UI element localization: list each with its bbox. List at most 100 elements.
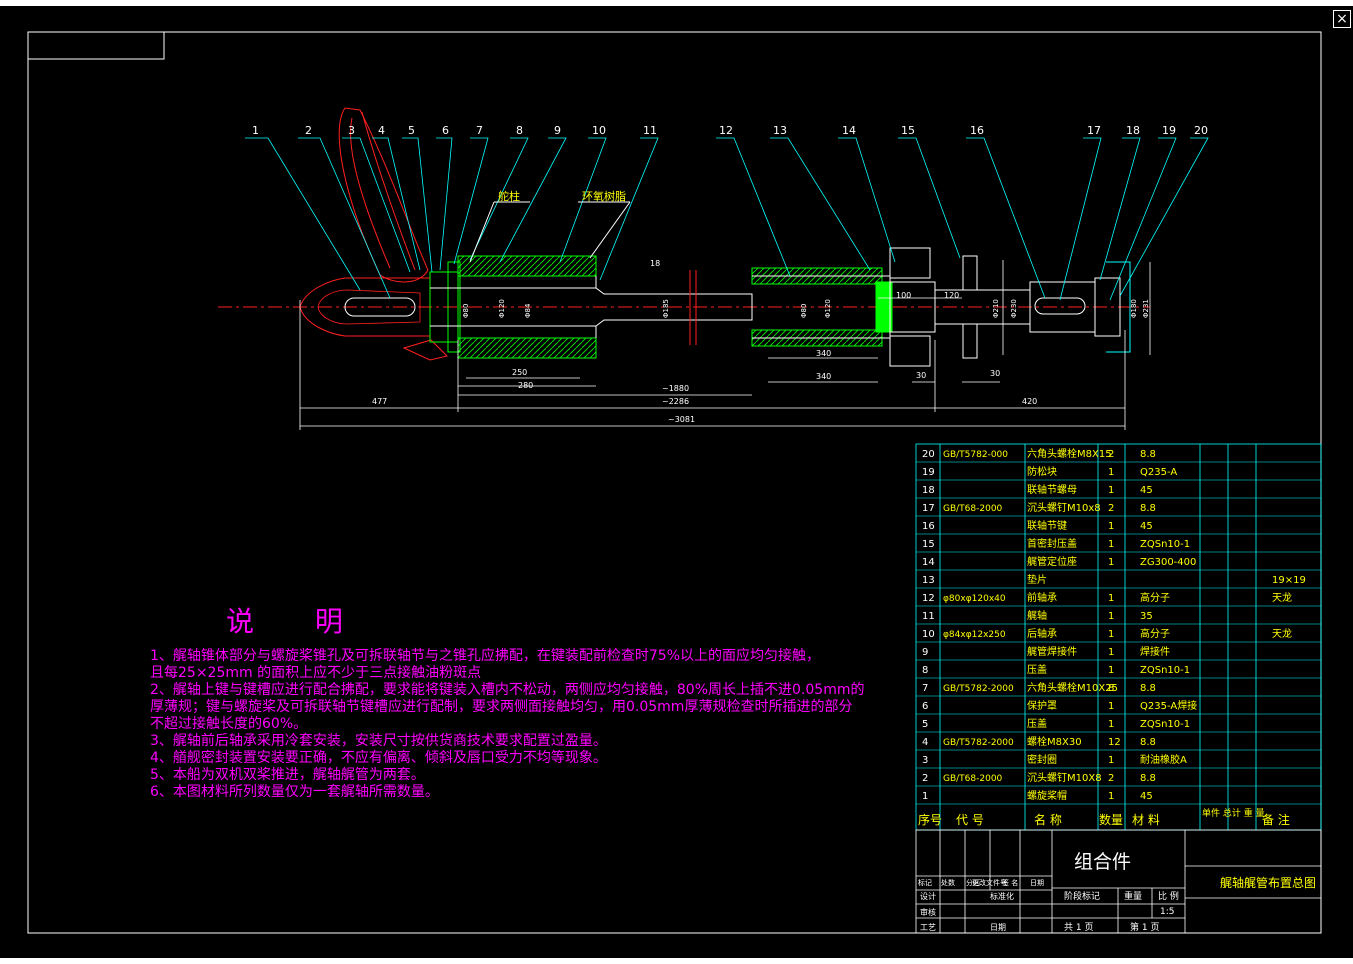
bom-cell-mat: 8.8 bbox=[1140, 737, 1156, 748]
bom-cell-name: 首密封压盖 bbox=[1027, 537, 1077, 550]
sheet-total: 共 1 页 bbox=[1064, 922, 1093, 933]
callout-5: 5 bbox=[408, 124, 415, 137]
material-tags: 舵柱 环氧树脂 bbox=[469, 189, 631, 263]
shaft-body bbox=[430, 247, 1131, 367]
dim-250: 250 bbox=[512, 368, 527, 377]
bom-cell-mat: 焊接件 bbox=[1140, 645, 1170, 658]
note-line: 4、艏舰密封装置安装要正确，不应有偏离、倾斜及唇口受力不均等现象。 bbox=[150, 750, 607, 766]
bom-cell-qty: 2 bbox=[1108, 503, 1114, 514]
bom-cell-name: 后轴承 bbox=[1027, 627, 1057, 640]
callout-7: 7 bbox=[476, 124, 483, 137]
note-line: 5、本船为双机双桨推进，艉轴艉管为两套。 bbox=[150, 767, 425, 783]
bom-cell-name: 压盖 bbox=[1027, 663, 1047, 676]
dimension-lines bbox=[299, 260, 1151, 430]
callout-10: 10 bbox=[592, 124, 606, 137]
bom-cell-no: 3 bbox=[922, 755, 928, 766]
tb-mark: 标记 bbox=[918, 878, 932, 887]
role-design: 设计 bbox=[920, 891, 936, 901]
dia-3: Φ84 bbox=[524, 303, 532, 318]
dia-1: Φ80 bbox=[462, 304, 470, 318]
tb-change: 更改文件号 bbox=[972, 878, 1007, 887]
bom-cell-no: 5 bbox=[922, 719, 928, 730]
bom-cell-mat: 45 bbox=[1140, 485, 1153, 496]
scale-label: 比 例 bbox=[1158, 890, 1179, 902]
title-block-text: 组合件 艉轴艉管布置总图 标记 处数 分区 更改文件号 签 名 日期 设计 标准… bbox=[918, 851, 1316, 933]
bom-cell-name: 压盖 bbox=[1027, 717, 1047, 730]
dim-420: 420 bbox=[1022, 397, 1037, 406]
header-name: 名 称 bbox=[1034, 812, 1062, 827]
bom-cell-note: 天龙 bbox=[1272, 591, 1292, 604]
bom-cell-name: 六角头螺栓M8X15 bbox=[1027, 447, 1112, 460]
bom-cell-mat: Q235-A bbox=[1140, 467, 1177, 478]
bom-cell-no: 19 bbox=[922, 467, 935, 478]
note-line: 3、艉轴前后轴承采用冷套安装，安装尺寸按供货商技术要求配置过盈量。 bbox=[150, 733, 607, 749]
bom-cell-no: 15 bbox=[922, 539, 935, 550]
propeller-blade bbox=[338, 107, 448, 361]
tag-epoxy: 环氧树脂 bbox=[582, 189, 626, 203]
callout-3: 3 bbox=[348, 124, 355, 137]
dim-30a: 30 bbox=[916, 371, 926, 380]
bom-cell-mat: 45 bbox=[1140, 791, 1153, 802]
bom-cell-mat: 高分子 bbox=[1140, 627, 1170, 640]
callout-13: 13 bbox=[773, 124, 787, 137]
bom-cell-qty: 1 bbox=[1108, 467, 1114, 478]
bom-cell-no: 18 bbox=[922, 485, 935, 496]
role-review: 审核 bbox=[920, 907, 936, 917]
bom-cell-no: 4 bbox=[922, 737, 928, 748]
dim-3081: ~3081 bbox=[668, 415, 695, 424]
dim-340b: 340 bbox=[816, 372, 831, 381]
callout-6: 6 bbox=[442, 124, 449, 137]
bom-row-lines bbox=[916, 461, 1321, 805]
bom-cell-mat: 8.8 bbox=[1140, 773, 1156, 784]
dim-340a: 340 bbox=[816, 349, 831, 358]
bom-cell-name: 艉管焊接件 bbox=[1027, 645, 1077, 658]
dia-10: Φ231 bbox=[1142, 299, 1150, 318]
sheet-number: 第 1 页 bbox=[1130, 921, 1159, 933]
bom-cell-no: 6 bbox=[922, 701, 928, 712]
bom-cell-no: 12 bbox=[922, 593, 935, 604]
close-button[interactable]: × bbox=[1333, 10, 1351, 28]
tb-date: 日期 bbox=[1030, 879, 1044, 887]
callout-19: 19 bbox=[1162, 124, 1176, 137]
bom-cell-mat: 8.8 bbox=[1140, 683, 1156, 694]
bom-cell-no: 10 bbox=[922, 629, 935, 640]
bom-cell-name: 沉头螺钉M10x8 bbox=[1027, 501, 1101, 514]
bom-cell-mat: 高分子 bbox=[1140, 591, 1170, 604]
bom-cell-no: 11 bbox=[922, 611, 935, 622]
dim-477: 477 bbox=[372, 397, 387, 406]
bom-cell-name: 密封圈 bbox=[1027, 753, 1057, 766]
header-code: 代 号 bbox=[956, 813, 984, 827]
dim-100: 100 bbox=[896, 291, 911, 300]
callout-12: 12 bbox=[719, 124, 733, 137]
header-no: 序号 bbox=[918, 812, 942, 827]
bom-cell-note: 天龙 bbox=[1272, 627, 1292, 640]
bom-cell-mat: 8.8 bbox=[1140, 449, 1156, 460]
bom-cell-no: 1 bbox=[922, 791, 928, 802]
dim-18: 18 bbox=[650, 259, 660, 268]
callout-4: 4 bbox=[378, 124, 385, 137]
status-strip bbox=[0, 958, 1353, 964]
bom-cell-code: GB/T68-2000 bbox=[943, 504, 1003, 514]
bom-cell-code: GB/T5782-2000 bbox=[943, 738, 1014, 748]
bom-cell-no: 2 bbox=[922, 773, 928, 784]
note-line: 2、艉轴上键与键槽应进行配合拂配，要求能将键装入槽内不松动，两侧应均匀接触，80… bbox=[150, 682, 865, 698]
role-process: 工艺 bbox=[920, 923, 936, 932]
callout-17: 17 bbox=[1087, 124, 1101, 137]
note-line: 且每25×25mm 的面积上应不少于三点接触油粉斑点 bbox=[150, 665, 482, 681]
callout-11: 11 bbox=[643, 124, 657, 137]
notes-block: 1、艉轴锥体部分与螺旋桨锥孔及可拆联轴节与之锥孔应拂配，在键装配前检查时75%以… bbox=[150, 648, 970, 801]
scale-value: 1:5 bbox=[1160, 907, 1174, 917]
bom-cell-name: 六角头螺栓M10X25 bbox=[1027, 681, 1118, 694]
role-date: 日期 bbox=[990, 923, 1006, 932]
bom-cell-qty: 1 bbox=[1108, 629, 1114, 640]
bom-cell-mat: Q235-A焊接 bbox=[1140, 699, 1197, 712]
bom-cell-qty: 1 bbox=[1108, 647, 1114, 658]
dia-4: Φ185 bbox=[662, 299, 670, 318]
callout-2: 2 bbox=[305, 124, 312, 137]
bom-cell-qty: 2 bbox=[1108, 449, 1114, 460]
frame-corner-box bbox=[27, 31, 165, 60]
bom-cell-qty: 1 bbox=[1108, 539, 1114, 550]
dimension-text: 477 420 250 280 ~1880 ~2286 ~3081 340 34… bbox=[372, 259, 1037, 424]
